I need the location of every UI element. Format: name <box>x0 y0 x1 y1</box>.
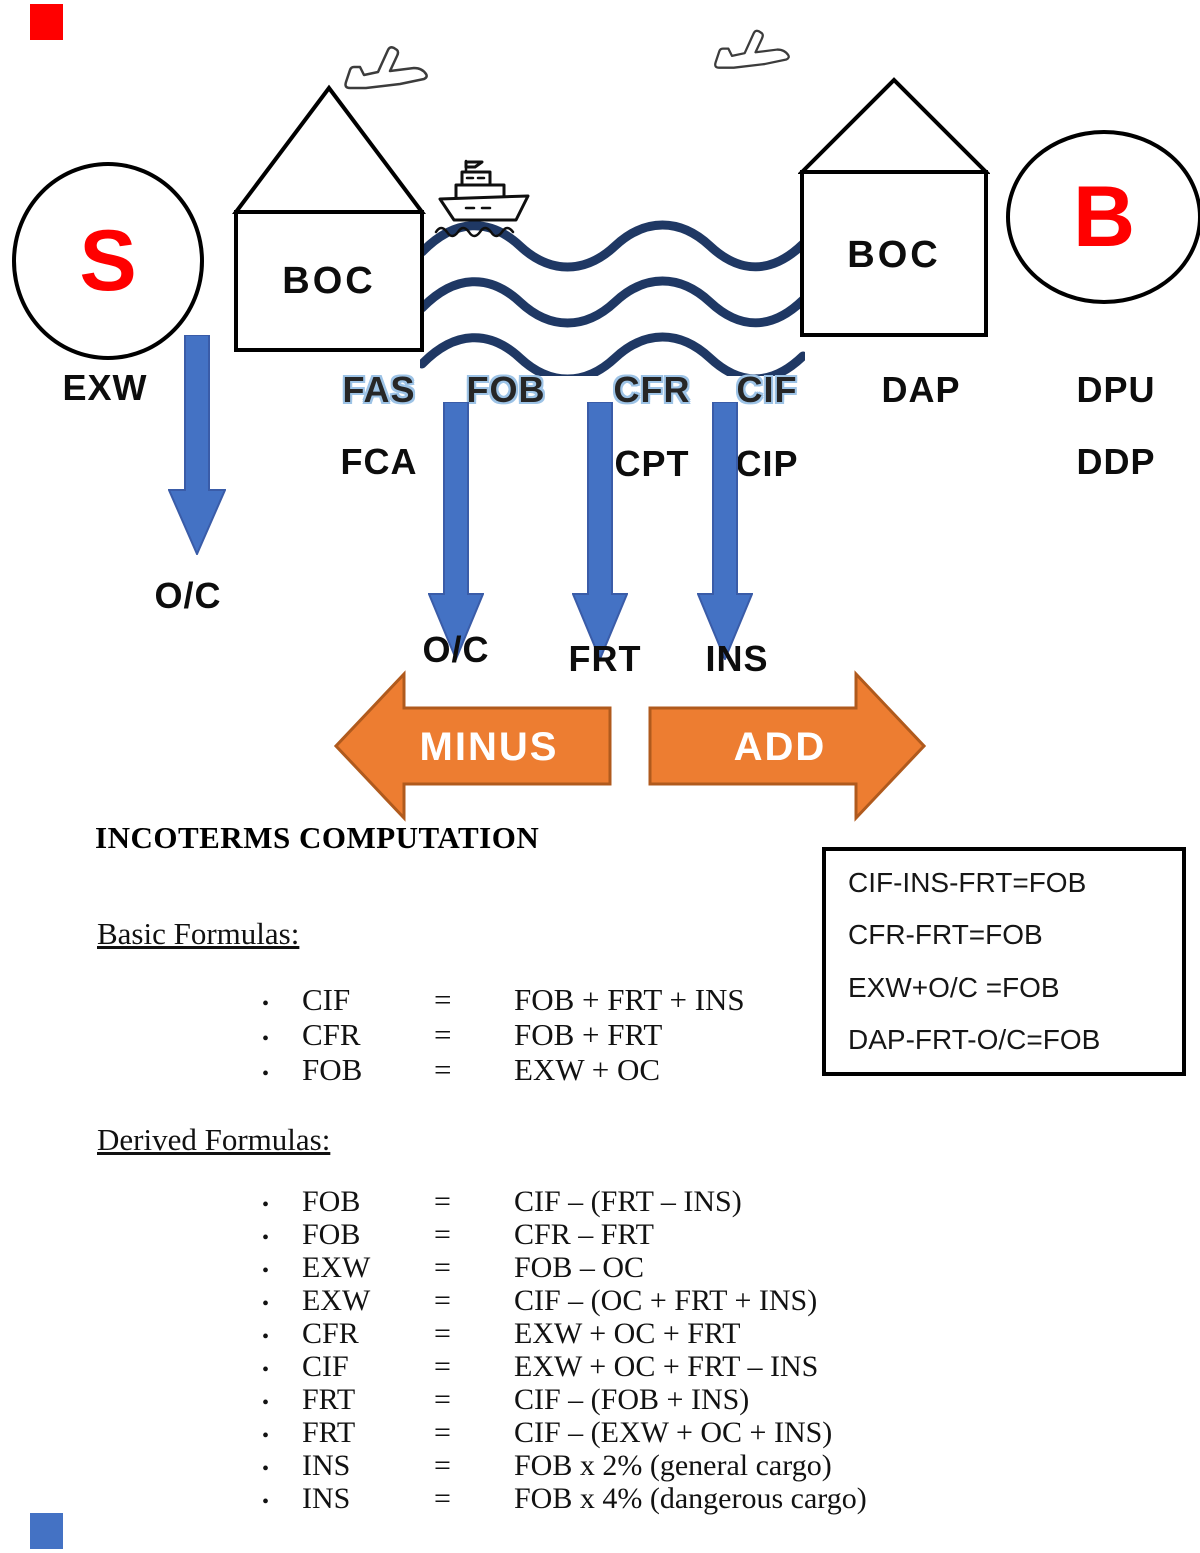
bullet: • <box>262 1491 270 1513</box>
minus-arrow <box>334 670 612 822</box>
bullet: • <box>262 1227 270 1249</box>
ship-icon <box>434 159 530 238</box>
bullet: • <box>262 1063 270 1085</box>
down-arrow-fob <box>428 402 484 660</box>
derived-formula-row: • FRT = CIF – (EXW + OC + INS) <box>262 1416 833 1449</box>
basic-formula-list: • CIF = FOB + FRT + INS • CFR = FOB + FR… <box>262 982 745 1087</box>
box-formula-line: EXW+O/C =FOB <box>848 971 1060 1003</box>
derived-formula-row: • FOB = CFR – FRT <box>262 1218 654 1251</box>
derived-formula-row: • INS = FOB x 2% (general cargo) <box>262 1449 832 1482</box>
term-cfr: CFR <box>613 369 691 410</box>
add-arrow <box>648 670 926 822</box>
derived-formula-row: • FOB = CIF – (FRT – INS) <box>262 1185 742 1218</box>
term-cif: CIF <box>736 369 798 410</box>
bullet: • <box>262 993 270 1015</box>
term-fob: FOB <box>466 369 546 410</box>
down-arrow-cif <box>697 402 753 660</box>
term-ddp: DDP <box>1076 441 1156 482</box>
seller-circle: S <box>12 162 204 360</box>
term-dpu: DPU <box>1076 369 1156 410</box>
bullet: • <box>262 1260 270 1282</box>
customs-house-left <box>232 84 426 352</box>
bullet: • <box>262 1028 270 1050</box>
cost-oc-origin: O/C <box>422 629 490 670</box>
basic-formula-row: • CIF = FOB + FRT + INS <box>262 982 745 1017</box>
airplane-icon <box>344 46 428 90</box>
derived-formula-row: • EXW = FOB – OC <box>262 1251 645 1284</box>
bullet: • <box>262 1392 270 1414</box>
add-arrow-label: ADD <box>733 725 827 769</box>
section-title: INCOTERMS COMPUTATION <box>95 820 540 855</box>
bullet: • <box>262 1194 270 1216</box>
term-fca: FCA <box>340 441 418 482</box>
derived-formula-row: • EXW = CIF – (OC + FRT + INS) <box>262 1284 818 1317</box>
bullet: • <box>262 1359 270 1381</box>
airplane-icon <box>714 29 790 69</box>
bullet: • <box>262 1326 270 1348</box>
derived-formula-row: • CFR = EXW + OC + FRT <box>262 1317 741 1350</box>
cost-ins: INS <box>705 638 769 679</box>
derived-formula-row: • INS = FOB x 4% (dangerous cargo) <box>262 1482 867 1515</box>
bullet: • <box>262 1425 270 1447</box>
term-cip: CIP <box>735 443 799 484</box>
derived-formula-row: • CIF = EXW + OC + FRT – INS <box>262 1350 819 1383</box>
cost-oc-seller: O/C <box>154 575 222 616</box>
buyer-letter: B <box>1072 169 1136 265</box>
basic-formula-row: • CFR = FOB + FRT <box>262 1017 663 1052</box>
down-arrow-exw <box>168 335 226 555</box>
summary-formula-box: CIF-INS-FRT=FOB CFR-FRT=FOB EXW+O/C =FOB… <box>822 847 1186 1076</box>
derived-formulas-heading: Derived Formulas: <box>97 1122 331 1157</box>
term-dap: DAP <box>881 369 961 410</box>
red-corner-mark <box>30 4 63 40</box>
basic-formulas-heading: Basic Formulas: <box>97 916 300 951</box>
customs-right-label: BOC <box>847 234 941 276</box>
blue-corner-mark <box>30 1513 63 1549</box>
term-cpt: CPT <box>614 443 690 484</box>
minus-arrow-label: MINUS <box>419 725 559 769</box>
basic-formula-row: • FOB = EXW + OC <box>262 1052 661 1087</box>
buyer-circle: B <box>1006 130 1200 304</box>
bullet: • <box>262 1293 270 1315</box>
derived-formula-list: • FOB = CIF – (FRT – INS) • FOB = CFR – … <box>262 1185 867 1515</box>
box-formula-line: DAP-FRT-O/C=FOB <box>848 1023 1101 1055</box>
bullet: • <box>262 1458 270 1480</box>
box-formula-line: CIF-INS-FRT=FOB <box>848 867 1087 899</box>
derived-formula-row: • FRT = CIF – (FOB + INS) <box>262 1383 750 1416</box>
seller-letter: S <box>79 213 137 309</box>
term-exw: EXW <box>62 367 148 408</box>
term-fas: FAS <box>342 369 416 410</box>
customs-left-label: BOC <box>282 260 376 302</box>
down-arrow-cfr <box>572 402 628 660</box>
customs-house-right <box>798 77 990 337</box>
box-formula-line: CFR-FRT=FOB <box>848 919 1043 951</box>
cost-frt: FRT <box>568 638 642 679</box>
